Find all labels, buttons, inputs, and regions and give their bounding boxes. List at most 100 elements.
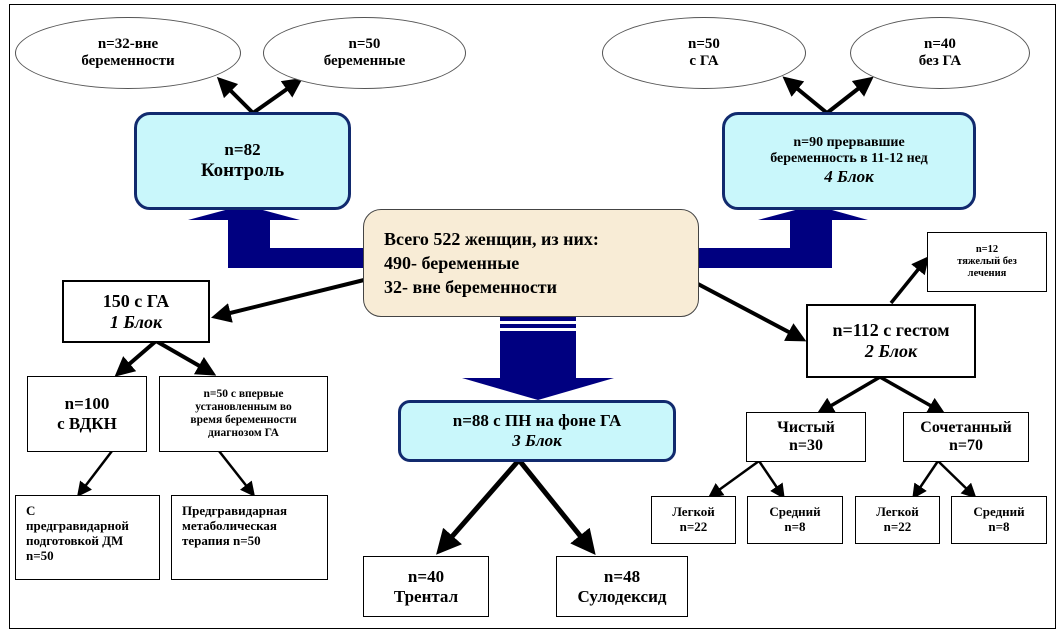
arrow-center-to-block2 [697,282,807,342]
node-label: с ГА [689,53,719,69]
node-label: беременности [81,53,175,69]
node-line: диагнозом ГА [208,427,279,440]
summary-line1: Всего 522 женщин, из них: [384,228,599,249]
combined-mild-box: Легкой n=22 [855,496,940,544]
arrow-new-ga-to-therapy [218,450,256,497]
node-n: n=8 [784,519,806,534]
combined-gestosis-box: Сочетанный n=70 [903,412,1029,462]
node-line: предгравидарной [26,517,129,533]
block4-box: n=90 прервавшие беременность в 11-12 нед… [722,112,976,210]
arrow-block4-to-ga [782,76,829,115]
node-line: тяжелый без [957,255,1017,267]
node-line1: n=90 прервавшие [793,135,905,151]
pure-moderate-box: Средний n=8 [747,496,843,544]
preconception-prep-box: С предгравидарной подготовкой ДМ n=50 [15,495,160,580]
node-line: метаболическая [182,517,277,533]
arrow-vdkn-to-prep [76,450,113,497]
control-group-box: n=82 Контроль [134,112,351,210]
metabolic-therapy-box: Предгравидарная метаболическая терапия n… [171,495,328,580]
arrow-block2-to-combined [879,375,946,415]
node-line1: n=112 с гестом [832,320,950,341]
summary-line3: 32- вне беременности [384,277,558,298]
big-arrow-to-block3 [462,316,614,400]
combined-moderate-box: Средний n=8 [951,496,1047,544]
severe-untreated-box: n=12 тяжелый без лечения [927,232,1047,292]
ellipse-with-ga: n=50 с ГА [602,17,806,89]
node-n: n=22 [679,519,708,534]
node-label: Легкой [876,504,919,520]
node-n: n=22 [883,519,912,534]
arrow-block3-to-trental [436,458,521,555]
node-n: n=8 [988,519,1010,534]
block-label: 3 Блок [512,431,562,450]
node-line: время беременности [190,414,297,426]
block-label: 2 Блок [864,341,918,361]
arrow-block1-to-vdkn [114,339,158,377]
diagram-frame [9,4,1056,629]
node-line: лечения [967,268,1007,280]
node-line: терапия n=50 [182,532,261,548]
node-label: с ВДКН [57,414,117,433]
node-n: n=30 [788,437,823,454]
node-label: Средний [973,504,1025,520]
node-n: n=32-вне [97,35,159,52]
node-label: Контроль [200,159,285,181]
trental-box: n=40 Трентал [363,556,489,617]
block3-box: n=88 с ПН на фоне ГА 3 Блок [398,400,676,462]
node-n: n=40 [407,566,445,586]
node-label: Средний [769,504,821,520]
node-n: n=82 [224,140,261,160]
total-summary-box: Всего 522 женщин, из них: 490- беременны… [363,209,699,317]
node-n: n=70 [948,437,983,454]
arrow-block2-to-pure [816,375,881,415]
node-label: беременные [323,53,406,69]
sulodexide-box: n=48 Сулодексид [556,556,688,617]
ellipse-pregnant: n=50 беременные [263,17,466,89]
arrow-control-to-nonpregnant [216,76,255,115]
arrow-block4-to-no-ga [825,76,874,115]
node-n: n=48 [603,566,641,586]
node-line: Предгравидарная [182,503,287,518]
arrow-combined-to-mild [912,460,940,500]
arrow-combined-to-moderate [937,460,977,499]
node-line1: n=88 с ПН на фоне ГА [452,411,622,431]
block2-box: n=112 с гестом 2 Блок [806,304,976,378]
arrow-center-to-block1 [211,278,365,323]
block-label: 4 Блок [824,167,874,187]
node-line: установленным во [195,400,292,413]
arrow-block1-to-new-ga [155,339,217,376]
big-arrow-to-block4 [695,205,868,268]
node-label: Сулодексид [577,586,667,606]
node-label: Трентал [393,586,459,606]
ellipse-nonpregnant: n=32-вне беременности [15,17,241,89]
vdkn-box: n=100 с ВДКН [27,376,147,452]
node-n: n=40 [924,35,956,52]
new-ga-box: n=50 с впервые установленным во время бе… [159,376,328,452]
arrow-block3-to-sulodexide [517,458,596,556]
node-line: n=50 [26,547,54,563]
node-line: С [26,503,36,518]
node-line: n=50 с впервые [203,387,284,400]
arrow-block2-to-severe [889,256,929,305]
node-n: n=50 [688,35,720,52]
node-line: подготовкой ДМ [26,532,124,548]
arrow-control-to-pregnant [251,77,303,115]
node-n: n=12 [975,243,999,255]
ellipse-without-ga: n=40 без ГА [850,17,1030,89]
node-label: Сочетанный [920,418,1012,436]
node-line1: 150 с ГА [102,290,170,311]
pure-gestosis-box: Чистый n=30 [746,412,866,462]
big-arrow-to-control [188,205,370,268]
block1-box: 150 с ГА 1 Блок [62,280,210,343]
node-label: без ГА [918,53,962,69]
node-n: n=50 [348,35,381,52]
node-label: Чистый [777,418,835,436]
node-n: n=100 [64,394,110,414]
arrow-pure-to-moderate [757,460,785,500]
block-label: 1 Блок [109,311,163,332]
node-line2: беременность в 11-12 нед [770,151,928,167]
arrow-pure-to-mild [707,459,760,498]
summary-line2: 490- беременные [384,252,520,273]
pure-mild-box: Легкой n=22 [651,496,736,544]
